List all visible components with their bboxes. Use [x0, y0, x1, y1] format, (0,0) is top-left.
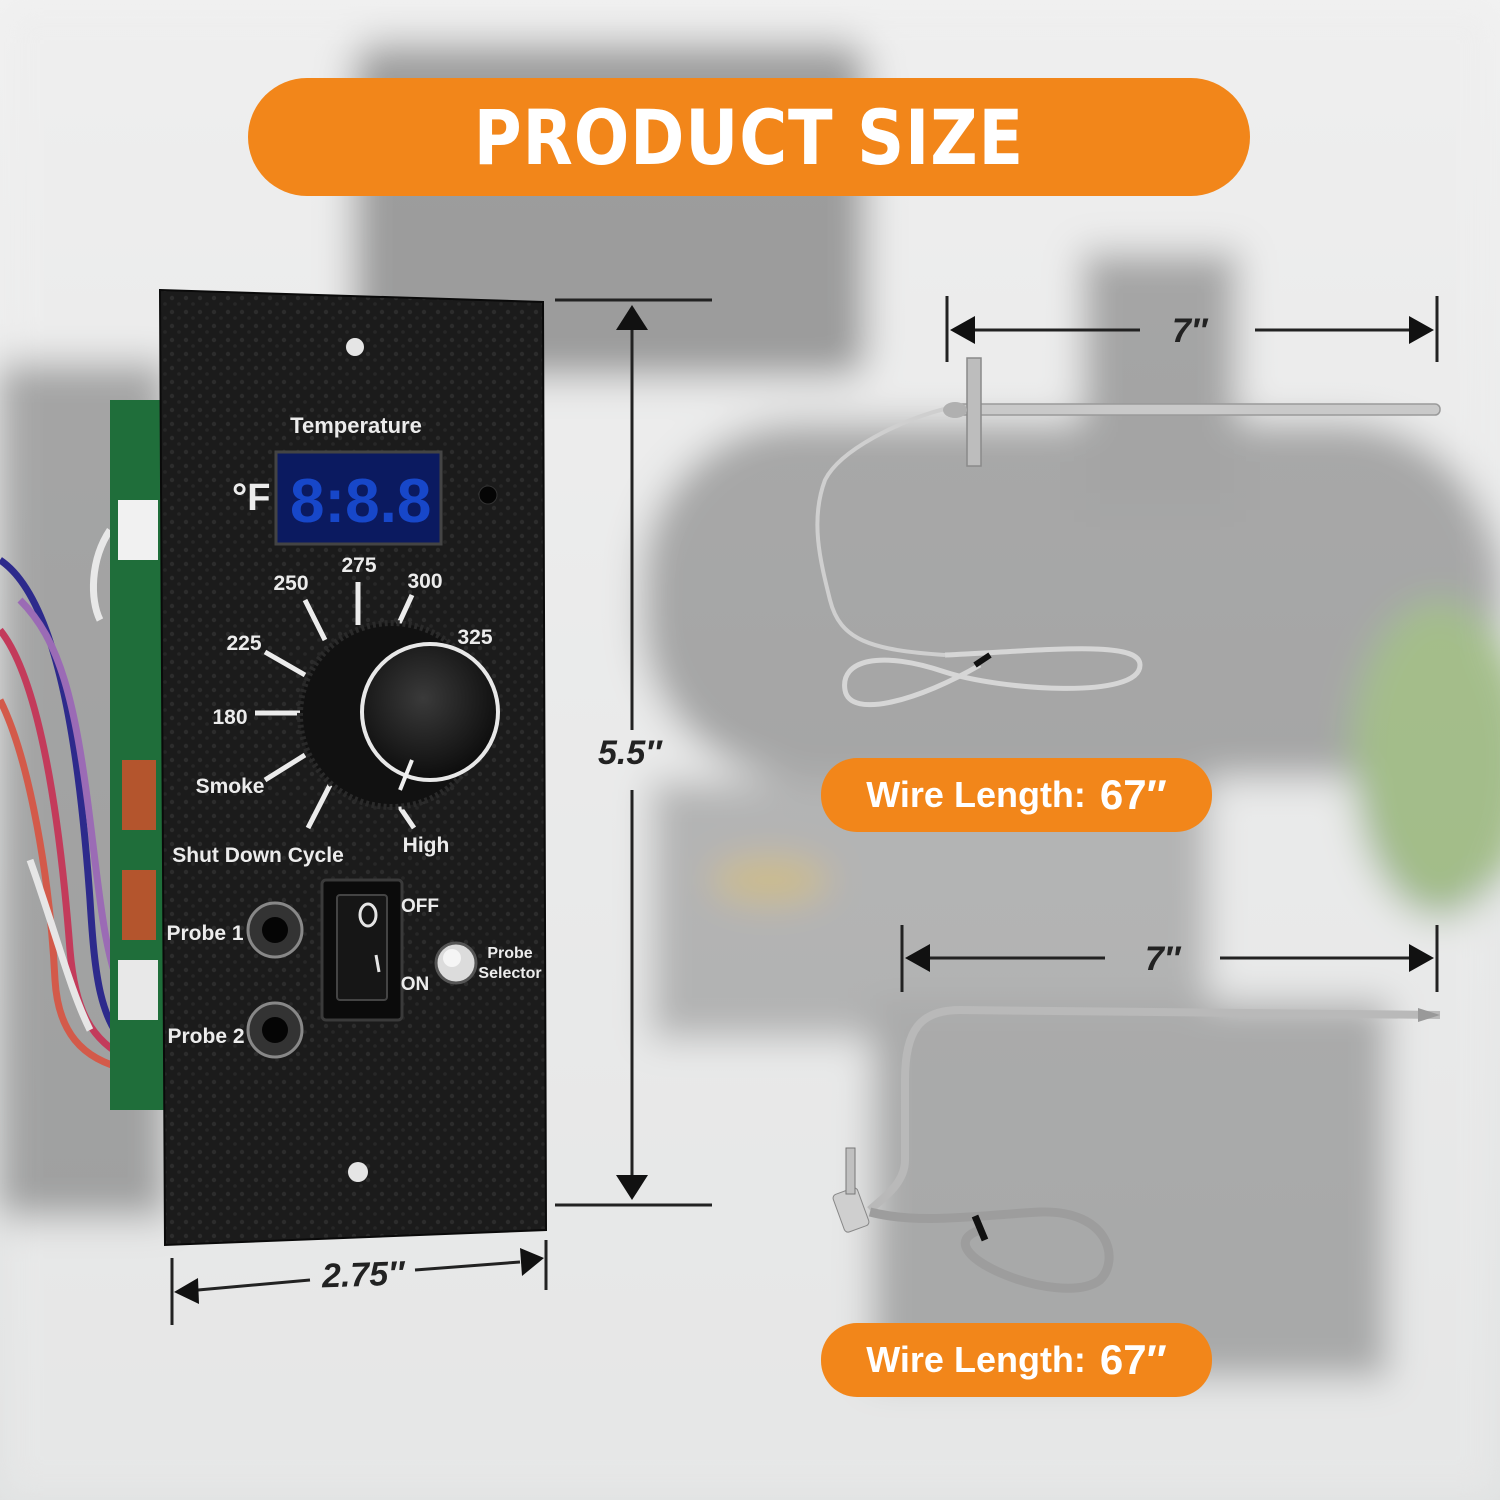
probe-1-jack[interactable]	[246, 901, 304, 959]
meat-probe-length-label: 7″	[1145, 940, 1181, 978]
rtd-wire-length-value: 67″	[1099, 771, 1167, 818]
switch-off-label: OFF	[401, 896, 439, 917]
lcd-digits: 8:8.8	[290, 467, 431, 536]
rtd-wire-length-badge: Wire Length: 67″	[821, 758, 1212, 832]
controller-height-label: 5.5″	[598, 734, 662, 772]
rtd-probe-illustration	[815, 357, 1441, 708]
probe-selector-label-2: Selector	[478, 965, 541, 982]
dial-label-smoke: Smoke	[196, 775, 265, 798]
rtd-probe-length-label: 7″	[1172, 312, 1208, 350]
temperature-display	[274, 450, 443, 546]
mount-hole-top	[346, 338, 364, 356]
dial-label-300: 300	[407, 570, 442, 593]
title-banner: PRODUCT SIZE	[248, 78, 1250, 196]
dial-label-275: 275	[341, 554, 376, 577]
meat-probe-length-dimension-line	[900, 925, 1439, 992]
probe-1-label: Probe 1	[166, 922, 243, 945]
meat-probe-wire-length-badge: Wire Length: 67″	[821, 1323, 1212, 1397]
meat-probe-illustration	[832, 1005, 1441, 1293]
dial-label-225: 225	[226, 632, 261, 655]
meat-probe-wire-length-value: 67″	[1099, 1336, 1167, 1383]
temperature-knob[interactable]	[297, 620, 500, 810]
power-switch[interactable]	[320, 878, 404, 1022]
width-dimension-line	[170, 1240, 548, 1325]
dial-label-325: 325	[457, 626, 492, 649]
rtd-length-dimension-line	[945, 296, 1439, 362]
probe-2-label: Probe 2	[167, 1025, 244, 1048]
banner-title: PRODUCT SIZE	[473, 92, 1025, 182]
controller-width-label: 2.75″	[321, 1254, 406, 1296]
height-dimension-line	[555, 298, 712, 1207]
dial-label-shutdown: Shut Down Cycle	[172, 844, 344, 867]
display-label: Temperature	[290, 413, 422, 438]
rtd-wire-length-label: Wire Length:	[866, 774, 1086, 815]
dial-label-250: 250	[273, 572, 308, 595]
unit-label: °F	[232, 477, 270, 519]
meat-probe-wire-length-label: Wire Length:	[866, 1339, 1086, 1380]
dial-ticks	[255, 582, 417, 830]
controller-wires	[0, 528, 133, 1074]
dial-label-180: 180	[212, 706, 247, 729]
dial-label-high: High	[403, 834, 450, 857]
probe-selector-button[interactable]	[434, 941, 478, 985]
mount-hole-bottom	[348, 1162, 368, 1182]
probe-2-jack[interactable]	[246, 1001, 304, 1059]
probe-selector-label-1: Probe	[487, 945, 532, 962]
switch-on-label: ON	[401, 974, 430, 995]
